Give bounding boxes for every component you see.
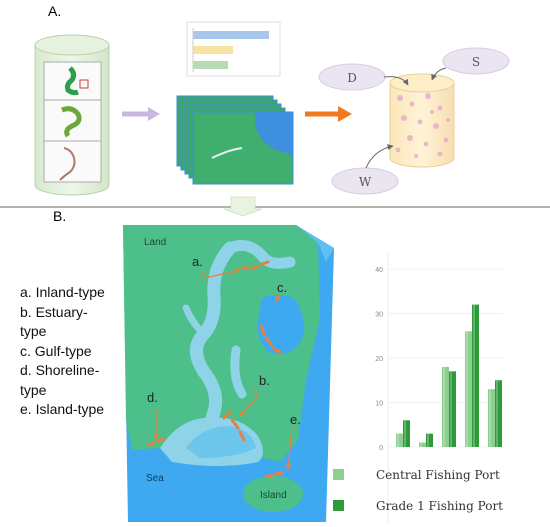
bar-central-2 bbox=[419, 442, 426, 447]
land-label: Land bbox=[144, 237, 166, 248]
input-s-arrow bbox=[431, 67, 447, 81]
bar-highlight bbox=[427, 433, 429, 447]
legend-swatch-central bbox=[333, 469, 344, 480]
flow-arrow-2-head bbox=[338, 106, 352, 122]
marker-e: e. bbox=[290, 412, 301, 427]
bar-highlight bbox=[473, 304, 475, 447]
bar-central-5 bbox=[488, 389, 495, 447]
bar-highlight bbox=[496, 380, 498, 447]
input-s-label: S bbox=[472, 55, 480, 69]
input-w-arrow bbox=[365, 144, 394, 169]
marker-a: a. bbox=[192, 254, 203, 269]
port-type-list: a. Inland-type b. Estuary- type c. Gulf-… bbox=[20, 283, 105, 420]
bar-central-3 bbox=[442, 366, 449, 447]
type-item-b: b. Estuary- bbox=[20, 303, 88, 320]
sea-label: Sea bbox=[146, 473, 164, 484]
panel-b-label: B. bbox=[53, 208, 66, 224]
down-arrow bbox=[223, 196, 263, 217]
bar-highlight bbox=[489, 389, 491, 447]
bar-grade1-4 bbox=[472, 304, 479, 447]
legend-label-grade1: Grade 1 Fishing Port bbox=[376, 499, 503, 513]
panel-a-label: A. bbox=[48, 3, 61, 19]
legend-swatch-grade1 bbox=[333, 500, 344, 511]
bar-highlight bbox=[397, 433, 399, 447]
schematic-map bbox=[123, 225, 334, 522]
bar-highlight bbox=[404, 420, 406, 447]
input-w: W bbox=[331, 167, 399, 195]
type-item-e: e. Island-type bbox=[20, 401, 105, 417]
type-item-a: a. Inland-type bbox=[20, 284, 105, 300]
input-s: S bbox=[442, 47, 510, 75]
island-label: Island bbox=[260, 490, 287, 501]
attribute-table-thumbnail bbox=[186, 21, 281, 77]
type-item-d: d. Shoreline- bbox=[20, 362, 100, 378]
type-item-b-cont: type bbox=[20, 323, 47, 339]
bar-highlight bbox=[443, 366, 445, 447]
chart-bars bbox=[396, 304, 502, 447]
marker-b: b. bbox=[259, 373, 270, 388]
fishing-port-bar-chart: 0 10 20 30 40 Central Fishing Port Grade 1 F… bbox=[333, 252, 503, 522]
marker-c: c. bbox=[277, 280, 287, 295]
bar-grade1-2 bbox=[426, 433, 433, 447]
y-tick-label: 40 bbox=[375, 267, 383, 274]
image-stack bbox=[176, 95, 294, 185]
flow-arrow-1-head bbox=[148, 107, 160, 121]
database-cylinder bbox=[389, 73, 455, 168]
chart-y-ticks: 0 10 20 30 40 bbox=[375, 267, 383, 452]
bar-highlight bbox=[420, 442, 422, 447]
y-tick-label: 10 bbox=[375, 401, 383, 408]
bar-highlight bbox=[450, 371, 452, 447]
input-d-arrow bbox=[383, 76, 409, 86]
chart-legend: Central Fishing Port Grade 1 Fishing Por… bbox=[333, 468, 503, 513]
source-cylinder bbox=[34, 34, 110, 196]
type-item-c: c. Gulf-type bbox=[20, 342, 92, 359]
y-tick-label: 30 bbox=[375, 312, 383, 319]
input-w-label: W bbox=[359, 175, 372, 189]
legend-label-central: Central Fishing Port bbox=[376, 468, 500, 482]
y-tick-label: 20 bbox=[375, 356, 383, 363]
y-tick-label: 0 bbox=[379, 445, 383, 452]
bar-highlight bbox=[466, 331, 468, 447]
bar-central-4 bbox=[465, 331, 472, 447]
input-d: D bbox=[318, 63, 386, 91]
input-d-label: D bbox=[347, 71, 357, 85]
bar-central-1 bbox=[396, 433, 403, 447]
bar-grade1-1 bbox=[403, 420, 410, 447]
marker-d: d. bbox=[147, 390, 158, 405]
bar-grade1-5 bbox=[495, 380, 502, 447]
bar-grade1-3 bbox=[449, 371, 456, 447]
type-item-d-cont: type bbox=[20, 381, 47, 398]
